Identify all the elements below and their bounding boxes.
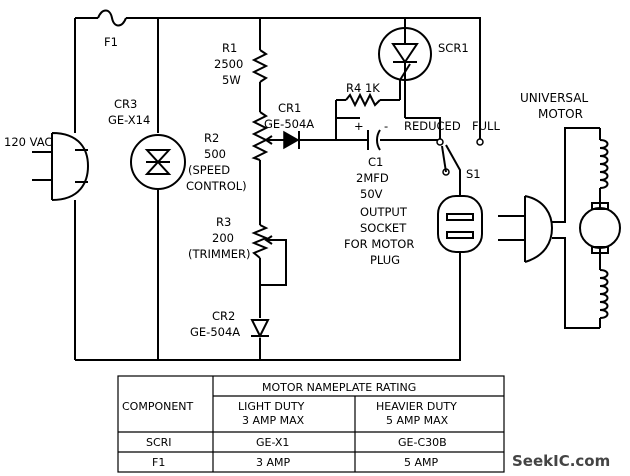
cr3-part-label: GE-X14 <box>108 113 150 127</box>
table-header-light-line2: 3 AMP MAX <box>242 414 305 427</box>
cr1-part-label: GE-504A <box>264 117 314 131</box>
table-header-heavy-line2: 5 AMP MAX <box>386 414 449 427</box>
watermark: SeekIC.com <box>512 452 610 470</box>
s1-label: S1 <box>466 167 481 181</box>
r2-note1-label: (SPEED <box>188 163 230 177</box>
r3-note-label: (TRIMMER) <box>188 247 250 261</box>
fuse-symbol <box>97 9 127 27</box>
r1-power-label: 5W <box>222 73 241 87</box>
power-plug-icon <box>32 132 90 201</box>
table-cell-light-row1: GE-X1 <box>256 436 289 449</box>
r4-label: R4 1K <box>346 81 380 95</box>
table-cell-component-row2: F1 <box>152 456 165 469</box>
r3-resistor <box>251 224 269 259</box>
r2-potentiometer <box>251 111 269 161</box>
motor-label-line2: MOTOR <box>538 107 583 121</box>
cr2-name-label: CR2 <box>212 309 235 323</box>
r2-value-label: 500 <box>204 147 226 161</box>
table-cell-light-row2: 3 AMP <box>256 456 291 469</box>
r1-resistor <box>251 49 269 83</box>
c1-plus-label: + <box>354 119 364 133</box>
table-header-heavy-line1: HEAVIER DUTY <box>376 400 457 413</box>
wiring <box>74 17 481 361</box>
r4-resistor <box>345 92 381 108</box>
table-header-group: MOTOR NAMEPLATE RATING <box>262 381 416 394</box>
source-label: 120 VAC <box>4 135 52 149</box>
table-cell-heavy-row1: GE-C30B <box>398 436 447 449</box>
r1-name-label: R1 <box>222 41 237 55</box>
motor-label-line1: UNIVERSAL <box>520 91 588 105</box>
fuse-label: F1 <box>104 35 118 49</box>
r3-value-label: 200 <box>212 231 234 245</box>
rating-table: COMPONENT MOTOR NAMEPLATE RATING LIGHT D… <box>117 375 505 473</box>
socket-label-line4: PLUG <box>370 253 400 267</box>
r2-note2-label: CONTROL) <box>186 179 247 193</box>
socket-label-line1: OUTPUT <box>360 205 408 219</box>
socket-label-line2: SOCKET <box>360 221 407 235</box>
r2-name-label: R2 <box>204 131 219 145</box>
s1-switch-symbol <box>436 138 484 176</box>
motor-plug-icon <box>498 127 600 329</box>
r3-wiper-arrow <box>264 235 273 245</box>
c1-capacitor-symbol <box>367 129 381 151</box>
r1-value-label: 2500 <box>214 57 243 71</box>
scr1-label: SCR1 <box>438 41 469 55</box>
table-header-light-line1: LIGHT DUTY <box>238 400 305 413</box>
cr2-diode-symbol <box>250 319 270 339</box>
full-label: FULL <box>472 119 500 133</box>
c1-name-label: C1 <box>368 155 383 169</box>
socket-label-line3: FOR MOTOR <box>344 237 414 251</box>
c1-minus-label: - <box>384 119 388 133</box>
reduced-label: REDUCED <box>404 119 461 133</box>
cr1-name-label: CR1 <box>278 101 301 115</box>
table-cell-component-row1: SCRI <box>146 436 172 449</box>
cr3-diac-symbol <box>130 134 186 190</box>
cr1-diode-symbol <box>283 130 300 150</box>
table-header-component: COMPONENT <box>122 400 194 413</box>
c1-volts-label: 50V <box>360 187 383 201</box>
r2-wiper-arrow <box>264 135 276 145</box>
scr1-symbol <box>378 27 432 81</box>
circuit-labels: F1 120 VAC CR3 GE-X14 R1 2500 5W R2 500 … <box>4 35 588 339</box>
c1-value-label: 2MFD <box>356 171 389 185</box>
r3-name-label: R3 <box>216 215 231 229</box>
universal-motor-symbol <box>579 128 621 328</box>
cr3-name-label: CR3 <box>114 97 137 111</box>
output-socket-symbol <box>437 195 483 253</box>
table-cell-heavy-row2: 5 AMP <box>404 456 439 469</box>
cr2-part-label: GE-504A <box>190 325 240 339</box>
